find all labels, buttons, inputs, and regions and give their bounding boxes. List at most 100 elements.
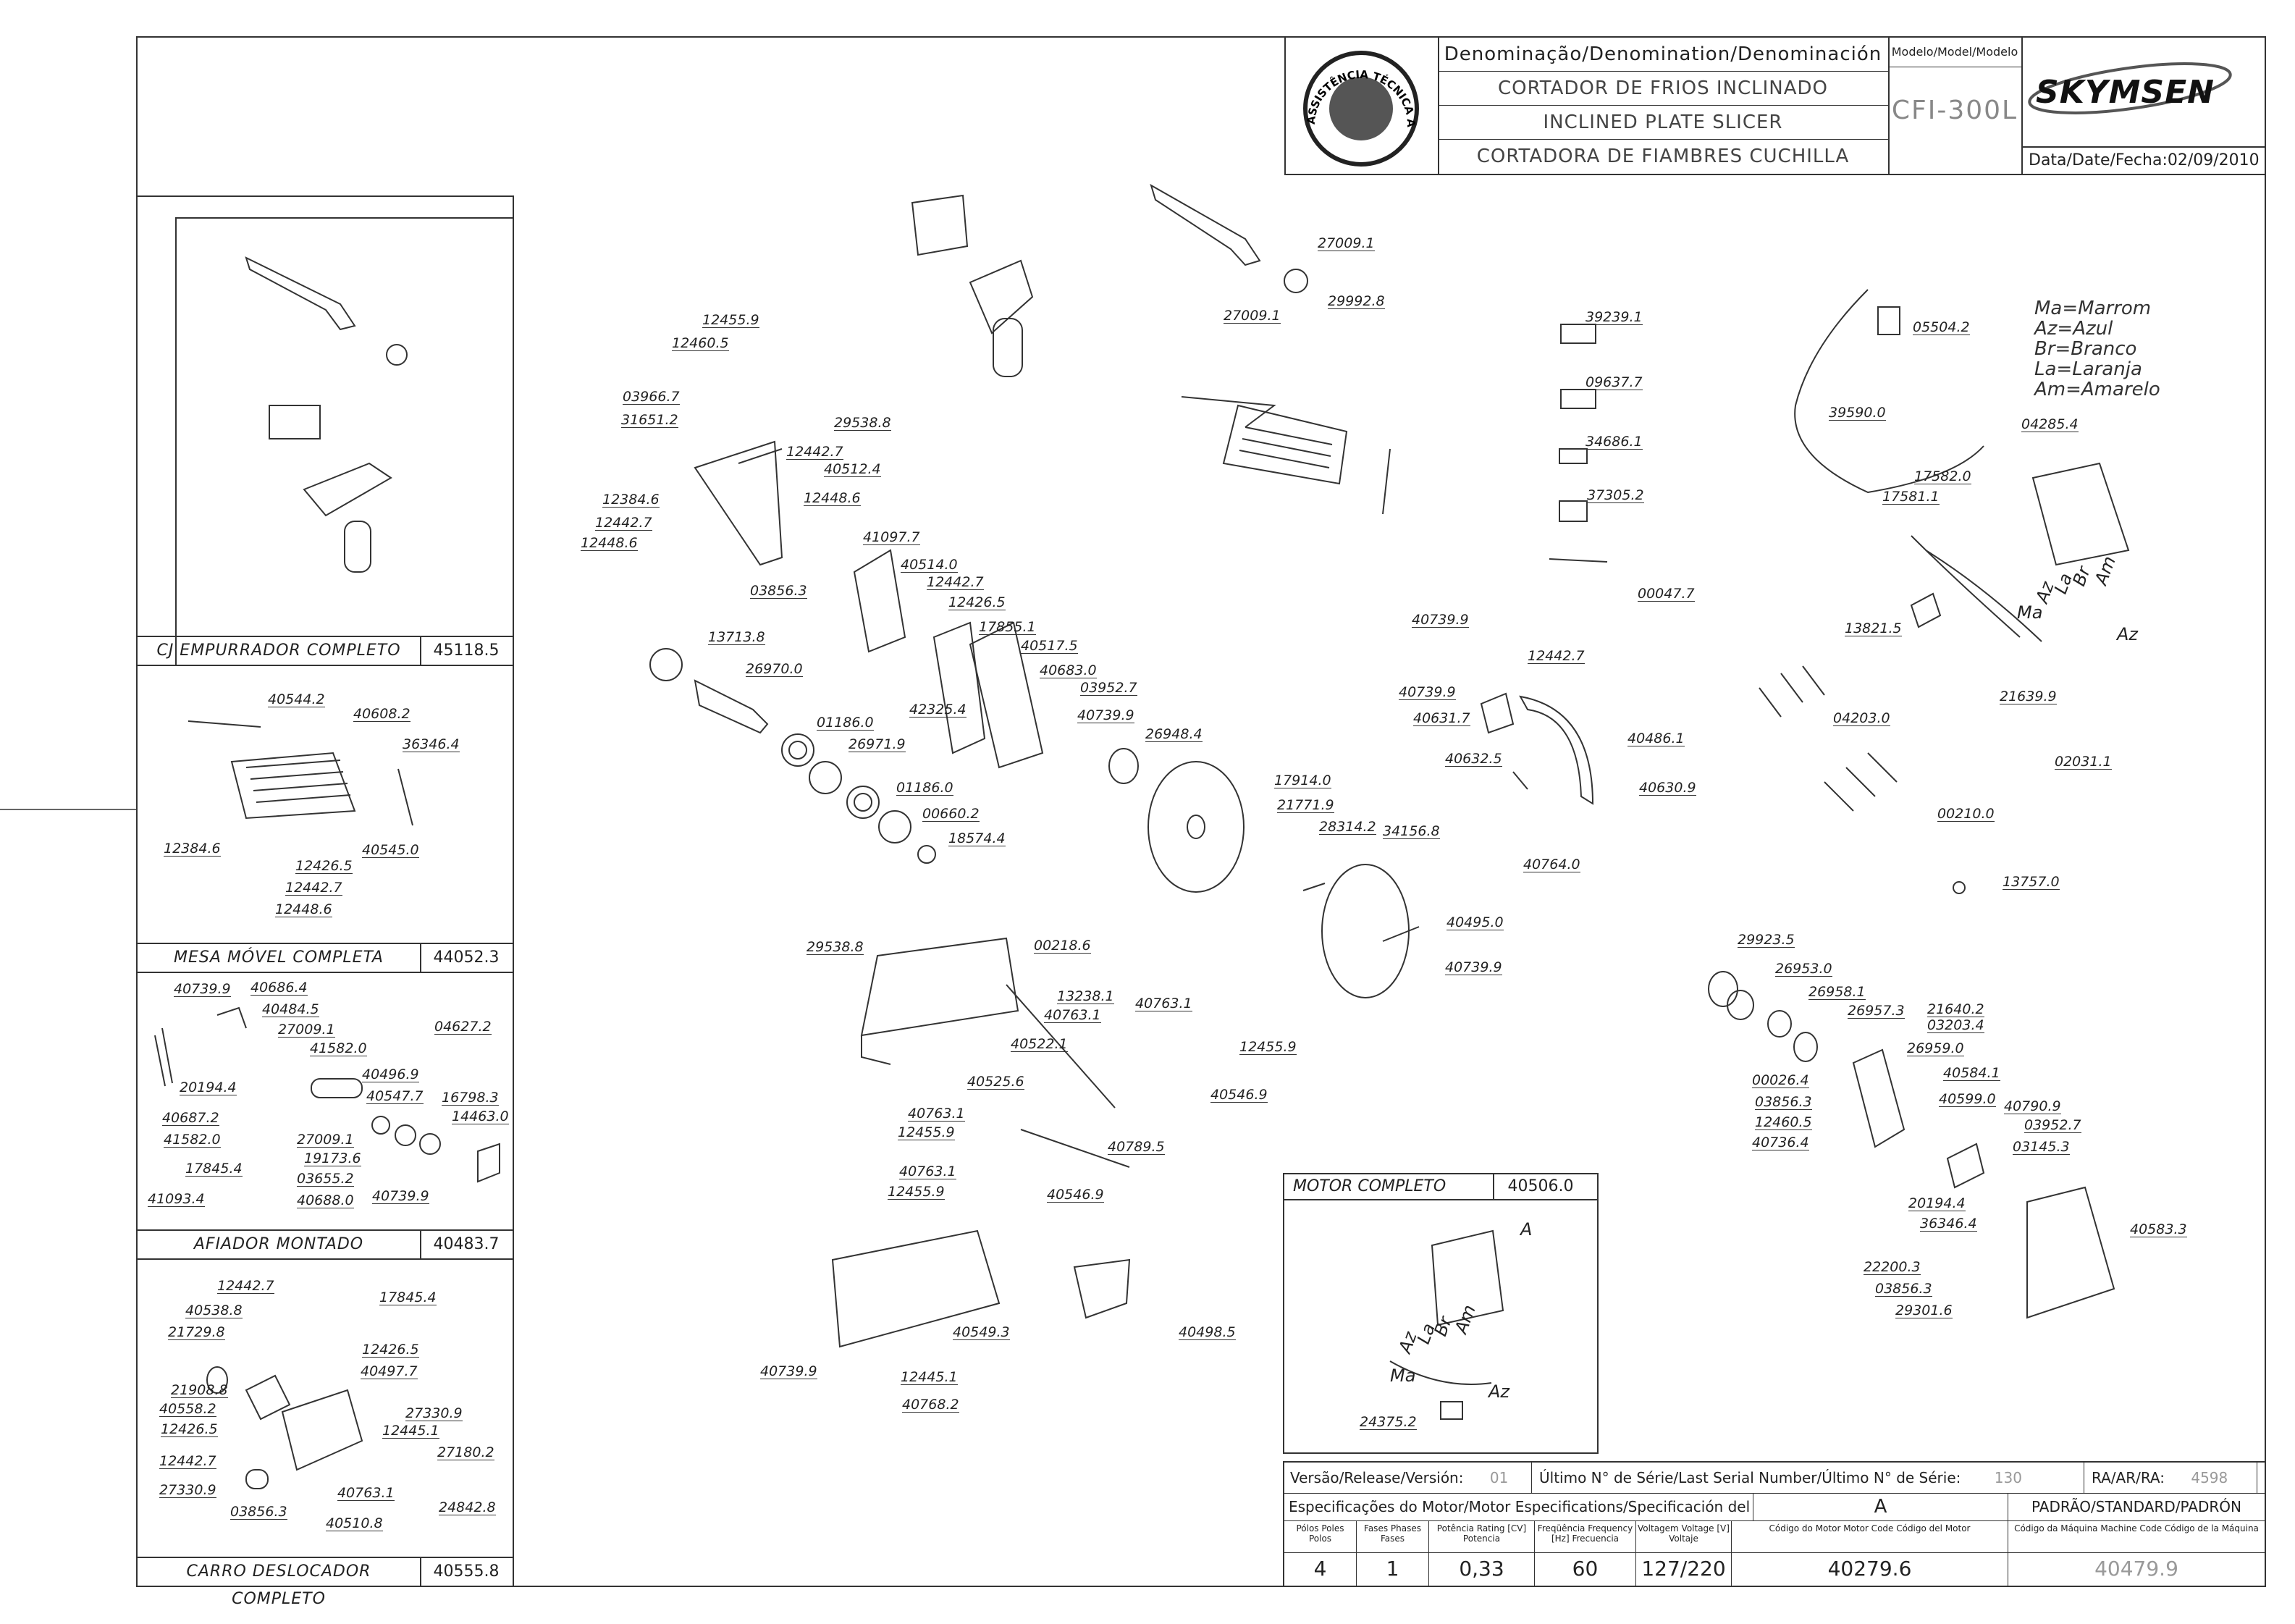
part-number-label: 29538.8 xyxy=(807,939,864,955)
part-number-label: 40763.1 xyxy=(899,1164,956,1179)
part-number-label: 03856.3 xyxy=(1755,1094,1812,1110)
part-number-label: 29538.8 xyxy=(834,415,891,431)
val-power: 0,33 xyxy=(1429,1552,1535,1586)
part-number-label: 12448.6 xyxy=(275,901,332,917)
part-number-label: 17845.4 xyxy=(379,1289,437,1305)
model-label: Modelo/Model/Modelo xyxy=(1888,38,2021,67)
legend-item: Az=Azul xyxy=(2034,318,2113,340)
part-number-label: 12384.6 xyxy=(602,492,660,508)
date-label: Data/Date/Fecha: xyxy=(2029,151,2168,169)
model-block: Modelo/Model/Modelo CFI-300L xyxy=(1888,38,2023,174)
part-number-label: 26959.0 xyxy=(1907,1040,1964,1056)
serial-value: 130 xyxy=(1994,1469,2022,1486)
part-number-label: 40544.2 xyxy=(268,691,325,707)
name-pt: CORTADOR DE FRIOS INCLINADO xyxy=(1438,72,1888,106)
part-number-label: 12442.7 xyxy=(159,1453,216,1469)
part-number-label: 40683.0 xyxy=(1040,662,1097,678)
part-number-label: 00047.7 xyxy=(1638,586,1695,602)
panel-code: 44052.3 xyxy=(433,948,500,967)
model-value: CFI-300L xyxy=(1891,96,2018,125)
part-number-label: 27009.1 xyxy=(1318,235,1375,251)
part-number-label: 12426.5 xyxy=(362,1342,419,1358)
panel-code: 45118.5 xyxy=(433,641,500,660)
part-number-label: 40763.1 xyxy=(1135,996,1192,1011)
part-number-label: 05504.2 xyxy=(1913,319,1970,335)
part-number-label: 39590.0 xyxy=(1829,405,1886,421)
part-number-label: 26957.3 xyxy=(1848,1003,1905,1019)
knob-assembly-sketch xyxy=(1708,971,2115,1319)
part-number-label: 19173.6 xyxy=(304,1150,361,1166)
part-number-label: 17914.0 xyxy=(1274,773,1331,788)
part-number-label: 12426.5 xyxy=(161,1421,218,1437)
ra-label: RA/AR/RA: xyxy=(2092,1469,2165,1486)
motor-variant: A xyxy=(1753,1493,2008,1520)
hdr-volt: Voltagem Voltage [V] Voltaje xyxy=(1636,1520,1732,1552)
part-number-label: 40599.0 xyxy=(1939,1091,1996,1107)
wire-label-a: A xyxy=(1520,1219,1533,1240)
part-number-label: 40739.9 xyxy=(760,1363,817,1379)
part-number-label: 04627.2 xyxy=(434,1019,492,1035)
part-number-label: 16798.3 xyxy=(442,1090,499,1106)
part-number-label: 40484.5 xyxy=(262,1001,319,1017)
part-number-label: 29301.6 xyxy=(1895,1303,1953,1318)
part-number-label: 27009.1 xyxy=(278,1022,335,1038)
part-number-label: 17855.1 xyxy=(979,619,1036,635)
part-number-label: 12442.7 xyxy=(1528,648,1585,664)
part-number-label: 20194.4 xyxy=(180,1080,237,1095)
panel-name: CARRO DESLOCADOR COMPLETO xyxy=(138,1558,421,1608)
part-number-label: 40525.6 xyxy=(967,1074,1024,1090)
part-number-label: 00210.0 xyxy=(1937,806,1995,822)
part-number-label: 40517.5 xyxy=(1021,638,1078,654)
part-number-label: 03655.2 xyxy=(297,1171,354,1187)
part-number-label: 40545.0 xyxy=(362,842,419,858)
motor-complete-sketch xyxy=(1389,1229,1504,1420)
pusher-assembly-sketch xyxy=(245,256,408,573)
part-number-label: 40549.3 xyxy=(953,1324,1010,1340)
part-number-label: 12455.9 xyxy=(702,312,759,328)
val-motor-code: 40279.6 xyxy=(1732,1552,2008,1586)
panel-name: AFIADOR MONTADO xyxy=(138,1231,421,1258)
part-number-label: 26958.1 xyxy=(1808,984,1866,1000)
part-number-label: 26971.9 xyxy=(848,736,906,752)
part-number-label: 40736.4 xyxy=(1752,1135,1809,1150)
deflector-sketch xyxy=(1480,692,1594,805)
part-number-label: 03856.3 xyxy=(1875,1281,1932,1297)
panel-code: 40506.0 xyxy=(1507,1177,1574,1195)
part-number-label: 40790.9 xyxy=(2004,1098,2061,1114)
spec-value-row: 4 1 0,33 60 127/220 40279.6 40479.9 xyxy=(1284,1552,2265,1586)
brand-logo: SKYMSEN xyxy=(2036,74,2215,111)
part-number-label: 37305.2 xyxy=(1587,487,1644,503)
part-number-label: 40558.2 xyxy=(159,1401,216,1417)
denomination-label: Denominação/Denomination/Denominación xyxy=(1438,38,1888,72)
hdr-freq: Freqüência Frequency [Hz] Frecuencia xyxy=(1535,1520,1636,1552)
part-number-label: 29992.8 xyxy=(1328,293,1385,309)
panel-carro: CARRO DESLOCADOR COMPLETO 40555.8 xyxy=(136,1258,514,1608)
sheet-fold-mark xyxy=(0,809,136,810)
legend-item: Am=Amarelo xyxy=(2034,379,2160,400)
brand-swoosh-icon xyxy=(2028,62,2232,114)
part-number-label: 12455.9 xyxy=(898,1124,955,1140)
part-number-label: 12455.9 xyxy=(1239,1039,1297,1055)
panel-code: 40555.8 xyxy=(433,1562,500,1581)
part-number-label: 12460.5 xyxy=(1755,1114,1812,1130)
seal-lettering: ASSISTÊNCIA TÉCNICA AUTORIZADA xyxy=(1286,38,1418,127)
part-number-label: 13757.0 xyxy=(2003,874,2060,890)
part-number-label: 21640.2 xyxy=(1927,1001,1984,1017)
pusher-main-sketch xyxy=(911,194,1034,377)
part-number-label: 40630.9 xyxy=(1639,780,1696,796)
part-number-label: 21771.9 xyxy=(1277,797,1334,813)
part-number-label: 01186.0 xyxy=(817,715,874,731)
part-number-label: 01186.0 xyxy=(896,780,953,796)
standard-label: PADRÃO/STANDARD/PADRÓN xyxy=(2031,1498,2241,1515)
part-number-label: 17581.1 xyxy=(1882,489,1940,505)
part-number-label: 40687.2 xyxy=(162,1110,219,1126)
val-volt: 127/220 xyxy=(1636,1552,1732,1586)
wire-label-az-main: Az xyxy=(2117,624,2139,644)
labels-sketch xyxy=(1549,324,1608,563)
part-number-label: 12426.5 xyxy=(948,594,1006,610)
part-number-label: 27330.9 xyxy=(405,1405,463,1421)
part-number-label: 03966.7 xyxy=(623,389,680,405)
part-number-label: 40522.1 xyxy=(1011,1036,1068,1052)
part-number-label: 03952.7 xyxy=(2024,1117,2081,1133)
